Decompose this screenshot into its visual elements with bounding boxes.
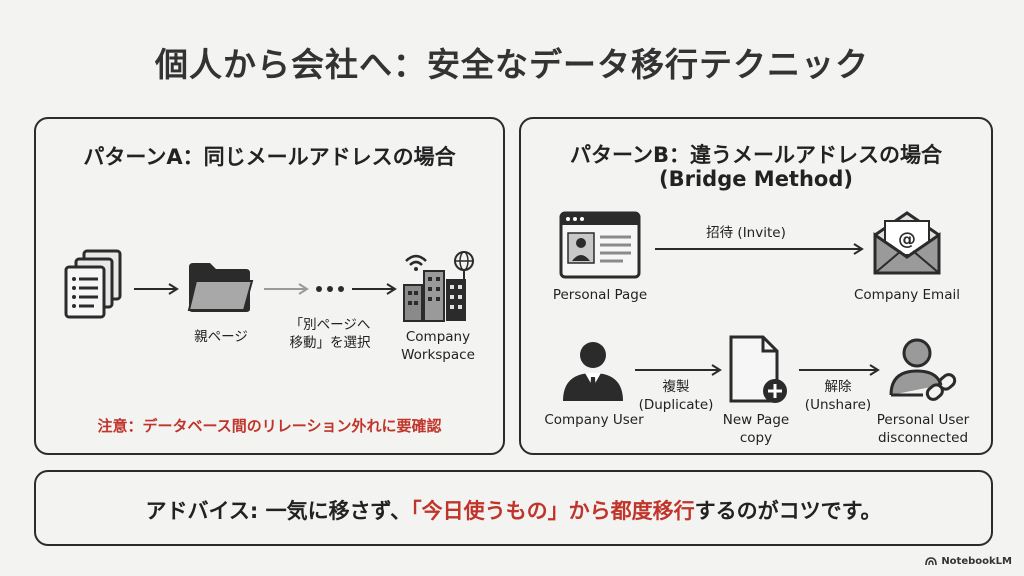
unshare-label-1: 解除 bbox=[824, 379, 852, 395]
email-envelope-icon: @ bbox=[873, 211, 941, 275]
pattern-b-subtitle: (Bridge Method) bbox=[659, 167, 853, 191]
move-to-page-label-1: 「別ページへ bbox=[289, 317, 371, 333]
arrow-right-icon bbox=[655, 243, 864, 255]
arrow-right-icon bbox=[352, 283, 397, 295]
browser-profile-icon bbox=[559, 211, 641, 279]
pattern-b-panel: パターンB：違うメールアドレスの場合 (Bridge Method) Perso… bbox=[519, 117, 993, 455]
notebooklm-logo-icon bbox=[925, 557, 938, 566]
unshare-label-2: (Unshare) bbox=[804, 397, 872, 413]
page-title: 個人から会社へ：安全なデータ移行テクニック bbox=[155, 45, 869, 84]
pattern-a-title: パターンA：同じメールアドレスの場合 bbox=[83, 145, 456, 169]
new-page-copy-icon bbox=[729, 335, 787, 403]
pattern-a-panel: パターンA：同じメールアドレスの場合 親ページ 「別ページへ 移動」を選択 bbox=[34, 117, 505, 455]
pattern-b-title: パターンB：違うメールアドレスの場合 bbox=[570, 143, 942, 167]
brand-watermark: NotebookLM bbox=[925, 556, 1012, 567]
advice-box: アドバイス: 一気に移さず、「今日使うもの」から都度移行するのがコツです。 bbox=[34, 470, 993, 546]
company-workspace-label-1: Company bbox=[405, 329, 471, 345]
relation-warning: 注意：データベース間のリレーション外れに要確認 bbox=[97, 417, 442, 435]
invite-label: 招待 (Invite) bbox=[706, 225, 786, 241]
duplicate-label-2: (Duplicate) bbox=[638, 397, 714, 413]
documents-icon bbox=[64, 249, 122, 319]
duplicate-label-1: 複製 bbox=[662, 379, 690, 395]
advice-suffix: するのがコツです。 bbox=[694, 499, 882, 523]
arrow-right-icon bbox=[635, 364, 722, 376]
company-buildings-icon bbox=[403, 251, 474, 322]
move-to-page-label-2: 移動」を選択 bbox=[289, 335, 371, 351]
new-page-label-2: copy bbox=[739, 430, 773, 446]
arrow-right-light-icon bbox=[264, 283, 309, 295]
advice-highlight: 「今日使うもの」から都度移行 bbox=[411, 499, 695, 523]
arrow-right-icon bbox=[799, 364, 880, 376]
company-workspace-label-2: Workspace bbox=[401, 347, 475, 363]
user-unlink-icon bbox=[889, 338, 957, 401]
personal-user-label-2: disconnected bbox=[877, 430, 969, 446]
advice-text: アドバイス: 一気に移さず、「今日使うもの」から都度移行するのがコツです。 bbox=[36, 495, 991, 525]
ellipsis-icon bbox=[316, 286, 344, 292]
svg-text:@: @ bbox=[898, 229, 916, 250]
new-page-label-1: New Page bbox=[722, 412, 790, 428]
company-user-label: Company User bbox=[544, 412, 644, 428]
folder-icon bbox=[187, 263, 254, 312]
parent-page-label: 親ページ bbox=[194, 329, 248, 345]
advice-prefix: アドバイス: 一気に移さず、 bbox=[145, 499, 412, 523]
brand-name: NotebookLM bbox=[941, 556, 1012, 567]
company-email-label: Company Email bbox=[854, 287, 960, 303]
arrow-right-icon bbox=[134, 283, 179, 295]
personal-page-label: Personal Page bbox=[552, 287, 648, 303]
business-user-icon bbox=[563, 342, 623, 401]
personal-user-label-1: Personal User bbox=[876, 412, 970, 428]
